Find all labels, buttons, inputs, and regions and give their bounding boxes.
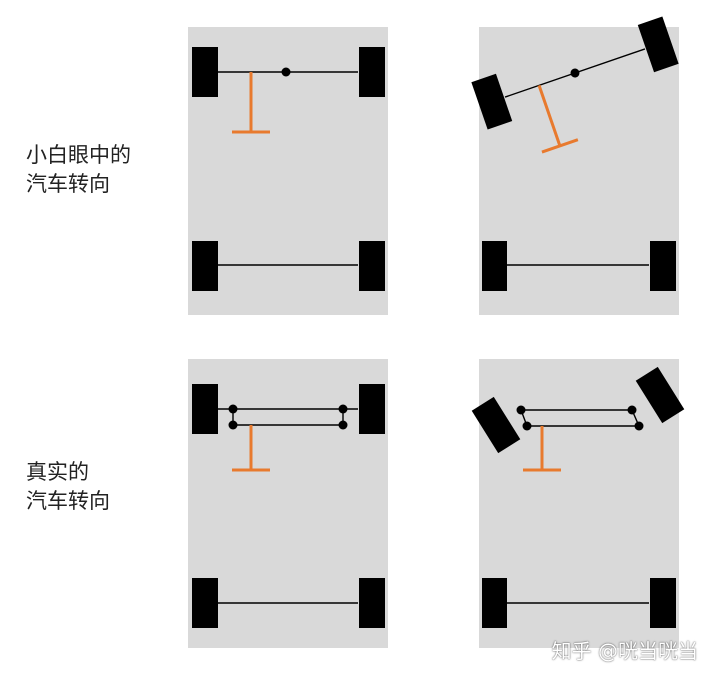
front-left-wheel — [192, 47, 218, 97]
steering-handle — [541, 138, 579, 154]
diagram-real-straight — [192, 384, 385, 628]
left-kingpin — [228, 404, 238, 414]
front-left-wheel — [471, 396, 521, 454]
front-right-wheel — [359, 384, 385, 434]
row-label-real-line2: 汽车转向 — [26, 489, 110, 513]
left-tie-rod-joint — [522, 421, 532, 431]
row-label-naive: 小白眼中的 汽车转向 — [26, 141, 131, 199]
right-kingpin — [627, 405, 637, 415]
front-left-wheel — [471, 73, 513, 130]
left-tie-rod-joint — [228, 420, 238, 430]
rear-left-wheel — [482, 241, 507, 291]
rear-left-wheel — [482, 578, 507, 628]
rear-left-wheel — [192, 241, 218, 291]
front-right-wheel — [637, 16, 679, 73]
panel-naive-straight — [188, 27, 388, 315]
axle-pivot — [570, 68, 580, 78]
diagram-naive-turning — [471, 16, 679, 291]
rear-right-wheel — [359, 578, 385, 628]
steering-column — [537, 84, 562, 147]
front-left-wheel — [192, 384, 218, 434]
left-kingpin — [516, 405, 526, 415]
rear-right-wheel — [359, 241, 385, 291]
panel-real-turning — [471, 359, 685, 648]
front-right-wheel — [359, 47, 385, 97]
row-label-naive-line2: 汽车转向 — [26, 172, 110, 196]
panel-naive-turning — [471, 16, 679, 315]
diagram-naive-straight — [192, 47, 385, 291]
row-label-naive-line1: 小白眼中的 — [26, 143, 131, 167]
watermark: 知乎 @咣当咣当 — [551, 639, 698, 663]
rear-left-wheel — [192, 578, 218, 628]
right-kingpin — [338, 404, 348, 414]
front-right-wheel — [635, 366, 685, 424]
right-tie-rod-joint — [634, 421, 644, 431]
rear-right-wheel — [650, 241, 676, 291]
right-tie-rod-joint — [338, 420, 348, 430]
panel-real-straight — [188, 359, 388, 648]
axle-pivot — [281, 67, 291, 77]
diagram-real-turning — [471, 366, 685, 628]
row-label-real: 真实的 汽车转向 — [26, 458, 110, 516]
rear-right-wheel — [650, 578, 676, 628]
row-label-real-line1: 真实的 — [26, 460, 89, 484]
